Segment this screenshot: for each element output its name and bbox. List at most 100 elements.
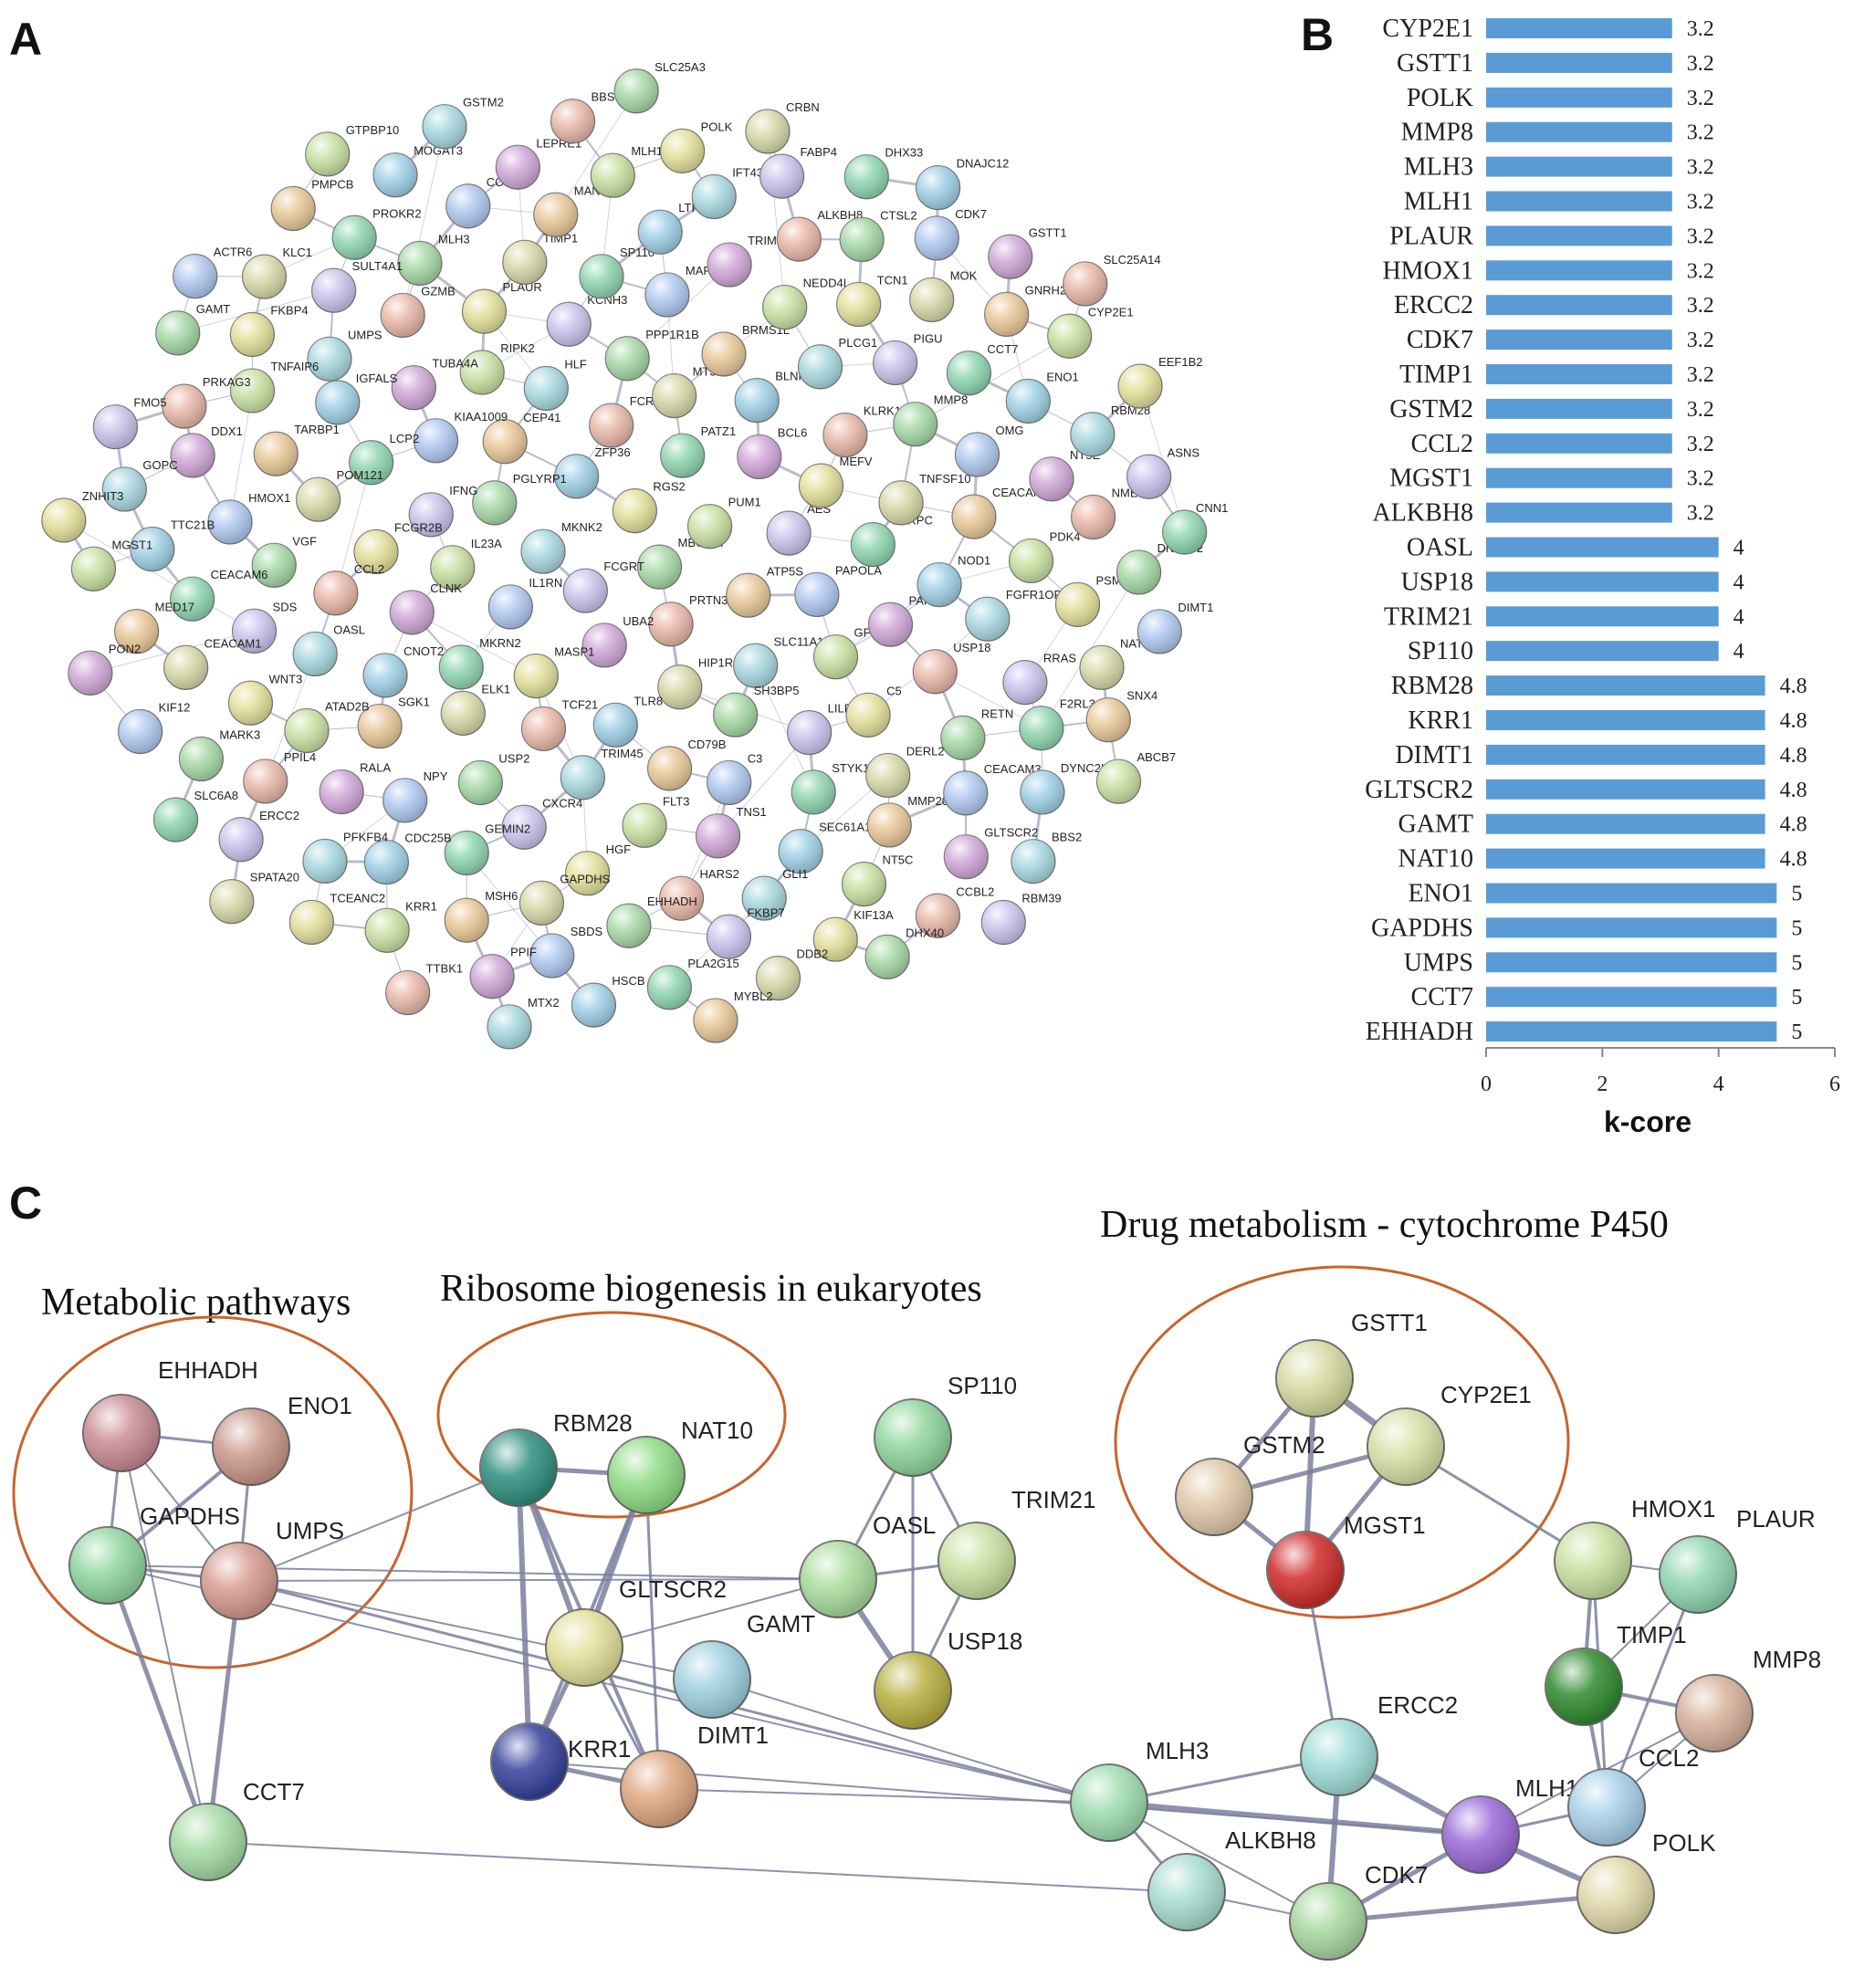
edge-gltscr2-oasl (583, 1578, 839, 1648)
node-a-sheen-rras (1002, 660, 1047, 705)
node-a-tcf21: TCF21 (520, 697, 599, 752)
node-a-sheen-c5 (846, 693, 891, 738)
node-a-sheen-mt3 (652, 373, 697, 418)
node-a-ercc2: ERCC2 (218, 809, 299, 863)
node-mlh3: MLH3 (1070, 1737, 1209, 1842)
node-a-label-cct7: CCT7 (987, 342, 1018, 356)
node-sheen-gltscr2 (546, 1609, 623, 1686)
node-label-eno1: ENO1 (288, 1392, 352, 1419)
category-label-cyp2e1: CYP2E1 (1382, 15, 1473, 43)
node-a-lcp2: LCP2 (349, 432, 419, 486)
node-a-sheen-cyp2e1 (1047, 314, 1092, 359)
node-a-sheen-ctsl2 (840, 217, 885, 262)
node-a-label-prkag3: PRKAG3 (203, 375, 251, 389)
value-label-cct7: 5 (1791, 986, 1802, 1010)
bar-ccl2 (1486, 433, 1672, 454)
category-label-gamt: GAMT (1398, 811, 1473, 839)
node-a-pum1: PUM1 (686, 496, 761, 549)
bar-cdk7 (1486, 330, 1672, 351)
node-a-hars2: HARS2 (658, 867, 739, 921)
node-a-label-sult4a1: SULT4A1 (352, 259, 403, 273)
node-label-cdk7: CDK7 (1365, 1861, 1428, 1889)
node-sheen-plaur (1660, 1536, 1736, 1613)
value-label-sp110: 4 (1734, 640, 1744, 664)
node-a-omg: OMG (954, 424, 1024, 477)
node-a-label-mlh1: MLH1 (631, 144, 663, 158)
node-a-label-alkbh8: ALKBH8 (817, 208, 863, 222)
bar-cct7 (1486, 987, 1777, 1008)
node-a-cd79b: CD79B (646, 738, 726, 791)
bar-hmox1 (1486, 260, 1672, 281)
node-sheen-nat10 (608, 1437, 685, 1513)
node-a-label-ripk2: RIPK2 (500, 341, 535, 355)
node-sheen-mgst1 (1267, 1532, 1344, 1608)
node-a-sheen-gltscr2 (944, 834, 989, 879)
node-a-label-cnn1: CNN1 (1196, 501, 1228, 515)
cluster-ellipse-metabolic (12, 1315, 414, 1669)
node-a-label-tnfsf10: TNFSF10 (919, 472, 970, 486)
node-a-ttbk1: TTBK1 (385, 962, 463, 1016)
node-a-sheen-prkag3 (162, 384, 206, 429)
node-a-oasl: OASL (292, 623, 365, 677)
node-a-mtx2: MTX2 (487, 996, 560, 1050)
node-a-label-abcb7: ABCB7 (1136, 750, 1176, 764)
edge-a-gamt-sult4a1 (177, 289, 334, 334)
node-a-sheen-f2rl3 (1019, 706, 1063, 750)
node-a-label-snx4: SNX4 (1126, 689, 1157, 703)
node-a-mark3: MARK3 (178, 728, 260, 782)
node-a-c5: C5 (845, 684, 902, 738)
node-a-sheen-gnrh2 (984, 292, 1029, 337)
node-label-ccl2: CCL2 (1639, 1744, 1699, 1772)
node-a-label-prtn3: PRTN3 (689, 593, 728, 607)
node-a-pdk4: PDK4 (1008, 529, 1081, 584)
node-a-sheen-spata20 (209, 879, 254, 924)
bar-mmp8 (1486, 121, 1672, 142)
node-a-ppil4: PPIL4 (243, 750, 316, 804)
bar-ehhadh (1486, 1021, 1777, 1042)
node-a-label-cnot2: CNOT2 (403, 644, 444, 658)
value-label-mmp8: 3.2 (1687, 121, 1714, 145)
node-a-sheen-clnk (390, 590, 435, 634)
node-a-nme8: NME8 (1071, 487, 1145, 540)
node-a-sheen-pdk4 (1009, 539, 1053, 583)
node-a-label-klc1: KLC1 (283, 246, 313, 259)
node-a-sheen-nat10 (1080, 645, 1125, 690)
node-a-sheen-cxcr4 (502, 805, 547, 850)
node-a-comp: COMP (445, 175, 522, 229)
node-sheen-oasl (800, 1541, 876, 1617)
category-label-ccl2: CCL2 (1411, 430, 1473, 458)
bar-umps (1486, 952, 1777, 973)
node-a-sheen-slc25a3 (614, 68, 659, 113)
category-label-mlh3: MLH3 (1404, 153, 1473, 182)
category-label-polk: POLK (1407, 84, 1473, 112)
node-a-sheen-prokr2 (332, 215, 377, 260)
edge-dimt1-mlh3 (658, 1788, 1110, 1804)
node-a-sheen-patz1 (660, 434, 705, 478)
edge-umps-mlh3 (238, 1579, 1110, 1805)
node-a-label-hmox1: HMOX1 (248, 491, 290, 505)
node-a-label-pdk4: PDK4 (1050, 529, 1081, 543)
node-a-sheen-crbn (745, 110, 790, 154)
node-a-sheen-pglyrp1 (472, 480, 517, 525)
node-label-gapdhs: GAPDHS (140, 1502, 240, 1530)
node-label-trim21: TRIM21 (1011, 1486, 1095, 1513)
node-a-sheen-fgfr1op2 (965, 597, 1010, 642)
node-label-gamt: GAMT (747, 1610, 815, 1637)
node-a-sheen-dnajc12 (916, 165, 960, 210)
node-a-mybl2: MYBL2 (693, 989, 773, 1043)
node-a-sheen-gpnmb (813, 634, 858, 679)
node-a-trim21: TRIM21 (707, 234, 790, 288)
node-a-label-cdc25b: CDC25B (404, 832, 451, 845)
node-mmp8: MMP8 (1675, 1646, 1821, 1753)
node-a-gli1: GLI1 (741, 867, 808, 921)
node-a-sheen-masp1 (514, 654, 559, 698)
node-gstm2: GSTM2 (1175, 1431, 1325, 1536)
node-a-gapdhs: GAPDHS (518, 872, 611, 926)
node-a-sheen-cdc25b (364, 840, 409, 884)
node-a-label-kif13a: KIF13A (854, 908, 894, 922)
node-a-sheen-pigu (873, 340, 917, 385)
node-a-label-hip1r: HIP1R (698, 656, 733, 670)
node-a-label-ttc21b: TTC21B (171, 518, 215, 532)
node-a-label-tcf21: TCF21 (562, 697, 599, 711)
category-label-mlh1: MLH1 (1404, 188, 1473, 216)
